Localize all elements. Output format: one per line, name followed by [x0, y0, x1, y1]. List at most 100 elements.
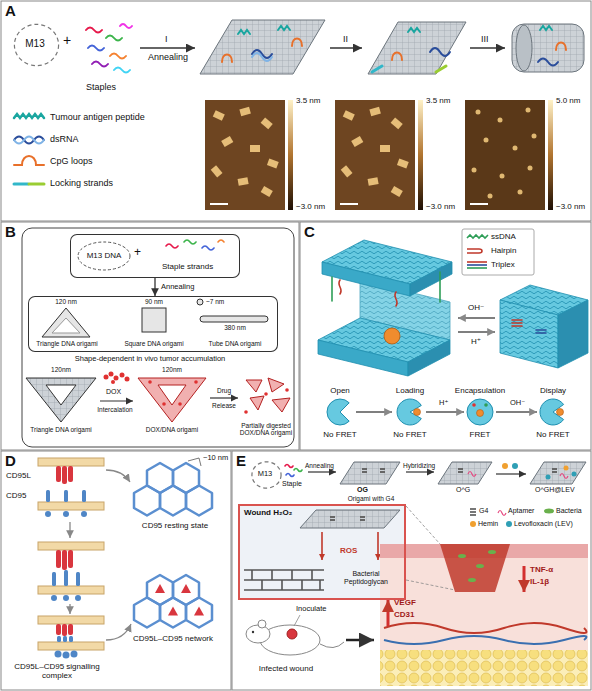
plus-sign: +	[63, 32, 71, 48]
dox-molecule	[178, 402, 182, 406]
staple-strands	[106, 36, 122, 41]
dox-molecule	[148, 380, 152, 384]
marker-label: IL-1β	[530, 577, 549, 586]
process-arrow	[100, 398, 238, 401]
legend-sample	[14, 137, 44, 144]
afm-image	[526, 108, 531, 113]
state-label: Open	[320, 386, 360, 395]
legend-item: Aptamer	[508, 507, 534, 515]
panel-letter: C	[304, 223, 315, 240]
panel-letter: E	[236, 452, 246, 469]
inset-box: Wound H₂O₂ROSBacterial Peptidoglycan	[238, 504, 406, 600]
cd95-receptor	[76, 572, 80, 586]
panel: C	[300, 222, 591, 450]
skin-section	[458, 554, 466, 558]
process-arrow	[308, 471, 336, 472]
afm-image	[238, 177, 249, 186]
cargo-molecules	[252, 53, 272, 61]
cd95-lattice	[134, 598, 160, 628]
node-text: Tube DNA origami	[200, 340, 270, 347]
origami-fragment	[246, 380, 262, 392]
legend-item: Tumour antigen peptide	[50, 112, 145, 122]
ros-arrow	[377, 532, 379, 560]
afm-image	[205, 100, 285, 210]
legend-sample	[14, 114, 44, 184]
dox-molecule	[109, 372, 114, 377]
node-text: +	[134, 246, 141, 260]
process-arrow	[346, 639, 374, 642]
origami-fragment	[244, 410, 248, 414]
cd95l-trimer	[62, 624, 67, 636]
dna-strand	[439, 272, 441, 302]
process-arrow	[69, 522, 70, 538]
dna-box	[322, 262, 410, 296]
legend-sample	[467, 267, 487, 269]
skin-section	[468, 578, 476, 582]
afm-image	[250, 145, 260, 152]
origami-shape	[142, 308, 166, 332]
legend-sample	[467, 249, 482, 253]
process-label: Release	[207, 402, 241, 409]
change-arrow	[523, 566, 526, 592]
process-arrow	[308, 472, 526, 474]
legend-sample	[467, 235, 488, 238]
legend-text: G4	[479, 507, 488, 515]
staple-strands	[86, 24, 132, 73]
afm-image	[221, 136, 233, 147]
legend-item: G4	[479, 507, 488, 515]
process-arrow	[70, 470, 131, 640]
cd95-receptor	[64, 490, 68, 502]
staple-strands	[285, 465, 302, 477]
panel-letter: B	[5, 223, 16, 240]
origami-fragment	[250, 396, 264, 410]
g4-motif	[380, 471, 385, 473]
dna-origami-sheet	[512, 24, 584, 72]
dimension: ~10 nm	[203, 454, 228, 463]
afm-image	[548, 100, 553, 210]
cd95l-trimer	[194, 607, 204, 616]
origami-shape	[42, 308, 90, 337]
legend-item: Hemin	[470, 520, 498, 528]
staple-strands	[166, 244, 178, 248]
cell-membrane	[38, 586, 104, 594]
skin-section	[384, 636, 587, 644]
node-text: Triangle DNA origami	[28, 340, 106, 347]
origami-fragment	[264, 392, 268, 396]
dna-origami-sheet	[516, 25, 532, 71]
plasmid-circle: M13	[13, 23, 60, 67]
skin-section	[488, 550, 496, 554]
panel-border	[1, 1, 591, 221]
step-number: III	[481, 34, 489, 44]
skin-section	[380, 650, 588, 686]
legend-sample	[29, 183, 44, 186]
legend-text: Tumour antigen peptide	[50, 112, 145, 122]
node-text: ROS	[340, 546, 357, 555]
cd95l-trimer	[56, 466, 73, 636]
legend-swatch	[506, 521, 512, 527]
cd95-receptor	[71, 651, 78, 658]
staple-strands	[184, 240, 196, 244]
legend-item: Hairpin	[491, 246, 516, 255]
fret-label: No FRET	[318, 430, 362, 439]
cd95-receptor	[81, 511, 87, 517]
aptamer	[468, 472, 568, 479]
afm-image	[513, 146, 518, 151]
legend-text: Aptamer	[508, 507, 534, 515]
staple-strands	[166, 240, 224, 250]
cd95-lattice	[160, 598, 186, 628]
cell-membrane	[38, 642, 104, 650]
dna-origami-sheet	[340, 462, 400, 484]
node-text: 120 nm	[46, 298, 86, 305]
process-arrow	[406, 471, 434, 472]
group-outline	[22, 228, 294, 447]
process-arrow	[496, 473, 526, 474]
origami-shape	[26, 378, 206, 422]
cd95l-trimer	[168, 607, 178, 616]
legend-text: Hemin	[478, 520, 498, 528]
dimension-bracket	[188, 458, 201, 466]
cd95-receptor	[55, 651, 62, 658]
marker-label: TNF-α	[530, 565, 553, 574]
legend-sample	[467, 235, 488, 268]
cd95l-trimer	[62, 466, 67, 484]
cargo-molecules	[538, 59, 558, 66]
